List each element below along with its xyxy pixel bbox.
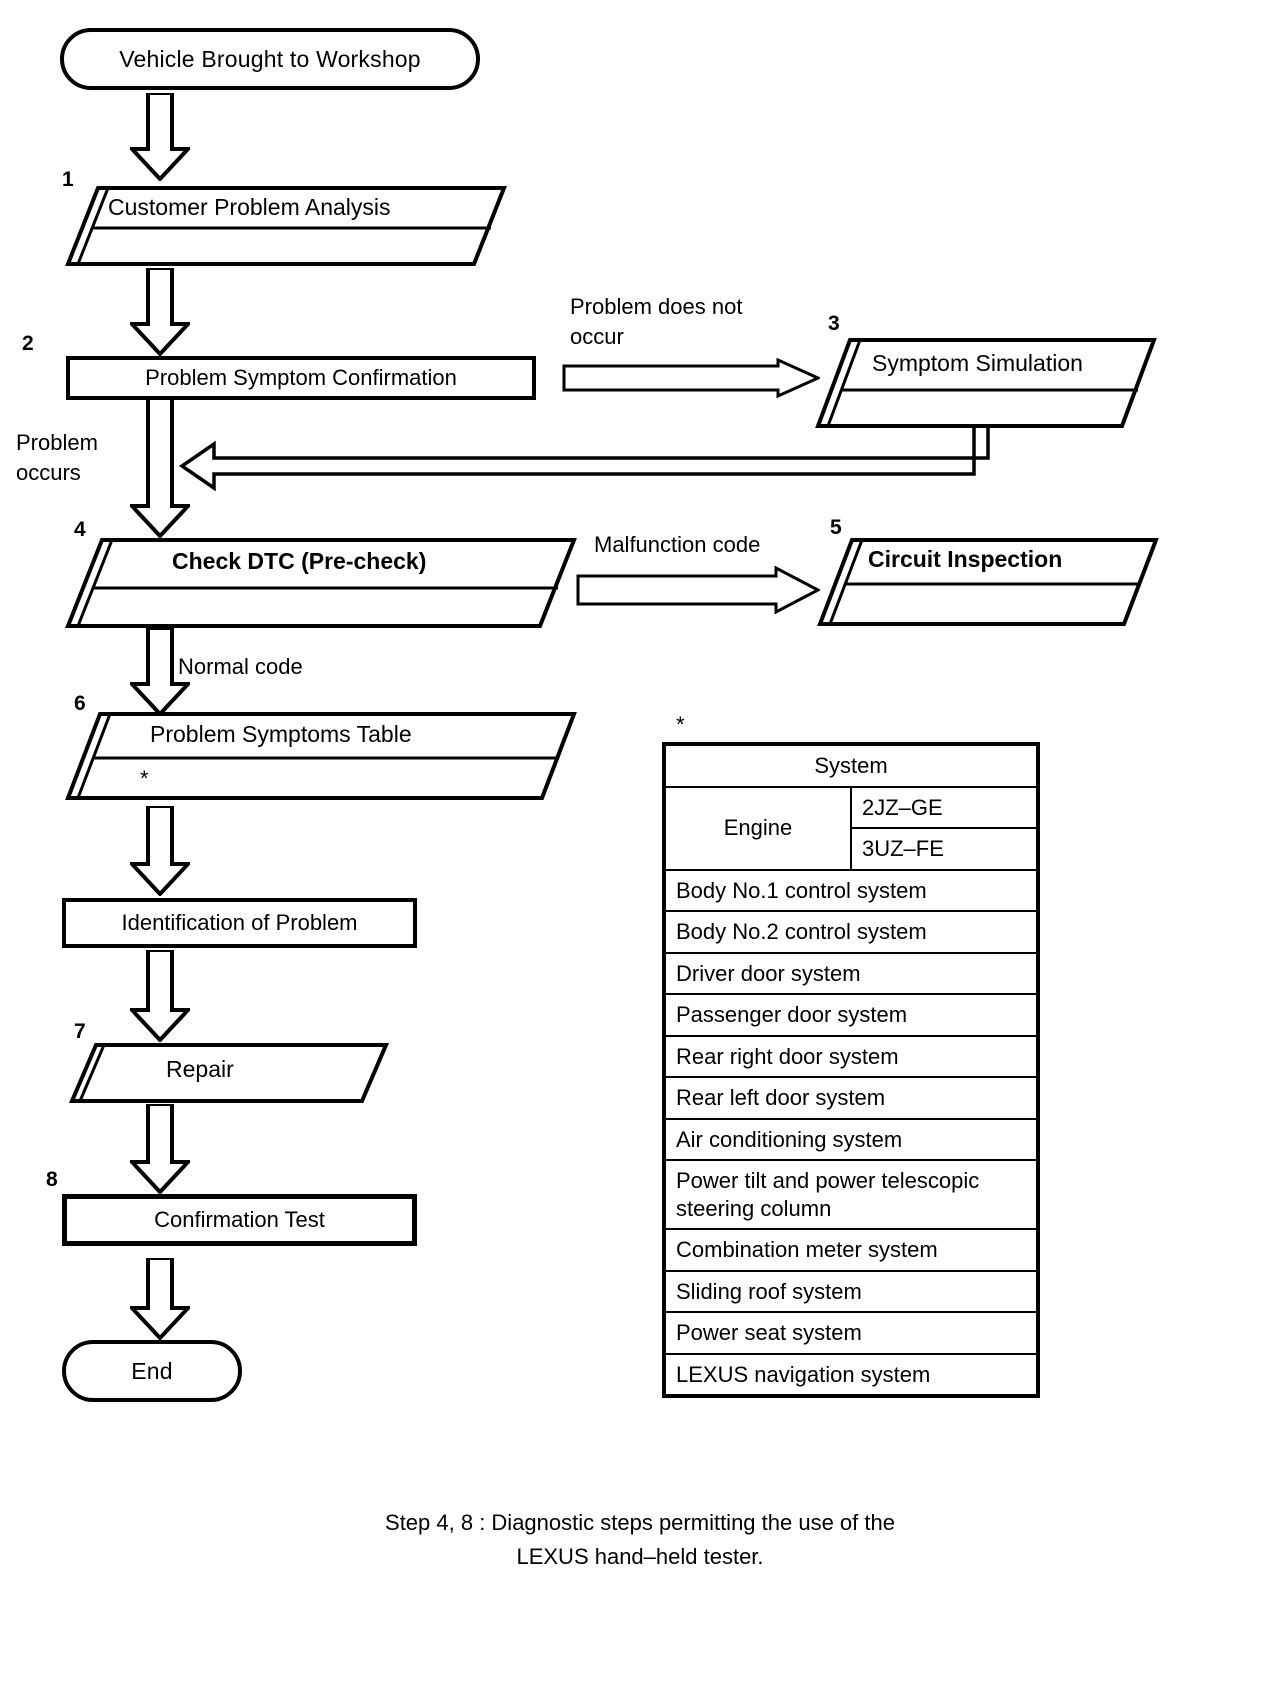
step-5-label: Circuit Inspection <box>868 546 1063 572</box>
step-6-asterisk: * <box>140 766 149 791</box>
table-cell-system: Rear left door system <box>662 1076 1040 1120</box>
table-cell-system: Rear right door system <box>662 1034 1040 1078</box>
table-row: Passenger door system <box>662 993 1040 1037</box>
table-row: Power seat system <box>662 1311 1040 1355</box>
arrow-step1-to-step2 <box>130 268 190 356</box>
table-row: Air conditioning system <box>662 1117 1040 1161</box>
system-table-asterisk: * <box>676 712 685 737</box>
step-number-3: 3 <box>828 312 840 335</box>
system-table: System Engine 2JZ–GE 3UZ–FE Body No.1 co… <box>662 742 1040 1398</box>
table-row: 3UZ–FE <box>664 827 1040 871</box>
step-5-shape: Circuit Inspection <box>817 538 1159 626</box>
step-number-6: 6 <box>74 692 86 715</box>
table-cell-engine-3uz: 3UZ–FE <box>850 827 1040 871</box>
arrow-start-to-step1 <box>130 93 190 181</box>
step-1-label: Customer Problem Analysis <box>108 194 391 220</box>
table-cell-system: Power seat system <box>662 1311 1040 1355</box>
table-row: Rear left door system <box>662 1076 1040 1120</box>
step-7-shape: Repair <box>68 1043 390 1103</box>
table-row: Driver door system <box>662 951 1040 995</box>
step-number-5: 5 <box>830 516 842 539</box>
step-2-shape: Problem Symptom Confirmation <box>66 356 536 400</box>
step-number-4: 4 <box>74 518 86 541</box>
step-4-shape: Check DTC (Pre-check) <box>65 538 577 628</box>
step-1-shape: Customer Problem Analysis <box>65 186 507 266</box>
arrow-step6-to-identification <box>130 806 190 896</box>
table-row: Body No.1 control system <box>662 868 1040 912</box>
table-row: Combination meter system <box>662 1228 1040 1272</box>
step-2-label: Problem Symptom Confirmation <box>145 365 457 390</box>
step-6-shape: Problem Symptoms Table * <box>65 712 577 800</box>
arrow-step4-to-step5 <box>576 566 820 614</box>
arrow-identification-to-step7 <box>130 950 190 1042</box>
table-cell-system: LEXUS navigation system <box>662 1352 1040 1398</box>
table-row: Rear right door system <box>662 1034 1040 1078</box>
step-7-label: Repair <box>166 1056 234 1082</box>
table-cell-system: Air conditioning system <box>662 1117 1040 1161</box>
table-row: Body No.2 control system <box>662 910 1040 954</box>
step-4-label: Check DTC (Pre-check) <box>172 548 427 574</box>
arrow-step2-to-step3 <box>562 358 820 398</box>
end-terminator-label: End <box>131 1357 173 1384</box>
identification-of-problem-shape: Identification of Problem <box>62 898 417 948</box>
label-malfunction-code: Malfunction code <box>594 532 761 557</box>
start-terminator-label: Vehicle Brought to Workshop <box>119 45 421 72</box>
arrow-step4-to-step6 <box>130 628 190 716</box>
table-cell-system: Power tilt and power telescopic steering… <box>662 1159 1040 1230</box>
arrow-step2-to-step4 <box>130 398 190 538</box>
step-number-8: 8 <box>46 1168 58 1191</box>
table-row: Sliding roof system <box>662 1269 1040 1313</box>
connector-symptom-simulation-feedback <box>178 428 1018 500</box>
table-row: Power tilt and power telescopic steering… <box>662 1159 1040 1230</box>
system-table-header: System <box>662 742 1040 788</box>
step-3-shape: Symptom Simulation <box>815 338 1157 428</box>
step-8-shape: Confirmation Test <box>62 1194 417 1246</box>
step-3-label: Symptom Simulation <box>872 350 1083 376</box>
table-row-header: System <box>662 742 1040 788</box>
table-cell-engine-group: Engine <box>662 785 852 871</box>
step-number-1: 1 <box>62 168 74 191</box>
label-normal-code: Normal code <box>178 654 303 679</box>
table-cell-system: Driver door system <box>662 951 1040 995</box>
end-terminator: End <box>62 1340 242 1402</box>
step-number-2: 2 <box>22 332 34 355</box>
arrow-step8-to-end <box>130 1258 190 1340</box>
start-terminator: Vehicle Brought to Workshop <box>60 28 480 90</box>
table-row: Engine 2JZ–GE <box>662 785 1040 871</box>
step-8-label: Confirmation Test <box>154 1207 325 1232</box>
table-cell-system: Body No.2 control system <box>662 910 1040 954</box>
table-cell-system: Passenger door system <box>662 993 1040 1037</box>
step-number-7: 7 <box>74 1020 86 1043</box>
footnote-line-2: LEXUS hand–held tester. <box>516 1544 764 1569</box>
label-problem-does-not-occur: Problem does not occur <box>570 294 743 349</box>
table-row: LEXUS navigation system <box>662 1352 1040 1398</box>
table-cell-engine-2jz: 2JZ–GE <box>850 785 1040 829</box>
footnote-line-1: Step 4, 8 : Diagnostic steps permitting … <box>385 1510 895 1535</box>
step-6-label: Problem Symptoms Table <box>150 721 412 747</box>
label-problem-occurs: Problem occurs <box>16 430 98 485</box>
table-cell-system: Sliding roof system <box>662 1269 1040 1313</box>
arrow-step7-to-step8 <box>130 1104 190 1194</box>
identification-of-problem-label: Identification of Problem <box>121 910 358 935</box>
table-cell-system: Body No.1 control system <box>662 868 1040 912</box>
table-cell-system: Combination meter system <box>662 1228 1040 1272</box>
